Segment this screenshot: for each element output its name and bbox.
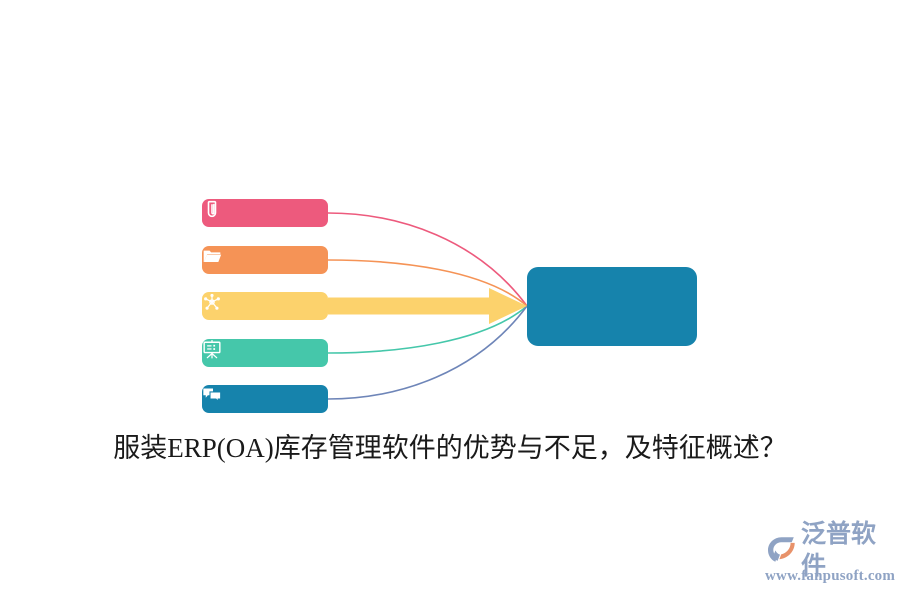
presentation-icon <box>203 340 231 363</box>
chat-bubbles-icon <box>203 388 231 409</box>
source-bar-1[interactable] <box>202 199 328 227</box>
source-bar-3[interactable] <box>202 292 328 320</box>
connector-lines <box>327 212 528 400</box>
paperclip-icon <box>207 200 231 223</box>
watermark-brand: 泛普软件 <box>801 520 877 580</box>
page-title: 服装ERP(OA)库存管理软件的优势与不足，及特征概述？ <box>113 433 787 463</box>
source-bar-4[interactable] <box>202 339 328 367</box>
source-bar-5[interactable] <box>202 385 328 413</box>
connector-line-2 <box>327 259 528 307</box>
open-folder-icon <box>203 250 231 270</box>
source-bar-2[interactable] <box>202 246 328 274</box>
connector-line-4 <box>327 305 528 354</box>
target-box[interactable] <box>527 267 697 346</box>
watermark-logo: 泛普软件 www.fanpusoft.com <box>765 520 896 588</box>
connector-line-1 <box>327 212 528 307</box>
connector-line-5 <box>327 305 528 400</box>
connector-arrow-3 <box>328 288 527 324</box>
watermark-url: www.fanpusoft.com <box>765 568 896 584</box>
convergence-diagram <box>202 199 697 413</box>
network-hub-icon <box>204 293 231 316</box>
fanpu-swoosh-logo-icon <box>765 534 797 566</box>
